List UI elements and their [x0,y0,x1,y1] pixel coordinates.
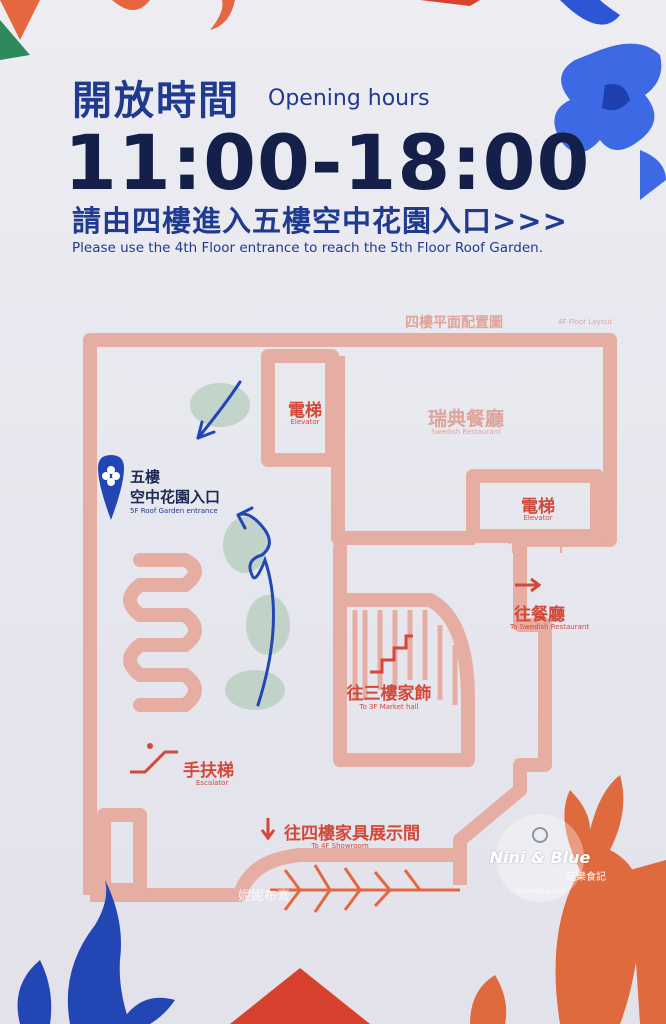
restaurant-label-zh: 瑞典餐廳 [427,408,505,430]
deco-red-roof-bottom [230,968,370,1024]
watermark-logo-badge [496,814,584,902]
map-arrow-up-1 [508,538,518,553]
entrance-notice-en: Please use the 4th Floor entrance to rea… [72,240,543,256]
escalator-icon [130,750,178,774]
opening-hours-time: 11:00-18:00 [64,118,591,207]
handdrawn-arrow-down [196,380,242,440]
deco-leaf-top-right-blue [560,0,620,25]
watermark-logo-sub: 玩樂食記 [566,872,606,883]
escalator-label-en: Escalator [196,779,229,787]
map-small-room-bottom-left [97,808,147,897]
to-showroom-label-en: To 4F Showroom [311,842,369,850]
elevator-left-label-en: Elevator [290,418,320,426]
map-title-zh: 四樓平面配置圖 [405,315,503,331]
opening-hours-title-zh: 開放時間 [72,78,240,124]
map-escalator-path [123,553,202,712]
map-arrow-left-2 [260,423,275,433]
elevator-left-label-zh: 電梯 [288,401,322,421]
to-restaurant-label-zh: 往餐廳 [514,605,565,625]
deco-orange-plant-bottom-right [555,775,642,1024]
deco-petal-top-1 [112,0,150,10]
deco-leaf-top-left [0,0,40,40]
map-arrow-left-1 [260,383,275,393]
entrance-notice-zh: 請由四樓進入五樓空中花園入口>>> [72,204,568,238]
deco-petal-top-2 [210,0,235,30]
map-arrow-up-2 [556,538,566,553]
deco-blue-leaf-bottom-left [67,880,130,1024]
to-showroom-label-zh: 往四樓家具展示間 [284,824,420,844]
elevator-right-label-en: Elevator [523,514,553,522]
deco-leaf-top-left-green [0,20,30,60]
stairs-icon [370,634,413,674]
watermark-text-zh: 妮妮布膏 [238,889,291,904]
location-pin-icon [98,455,124,520]
deco-plant-1 [190,383,250,427]
to-restaurant-label-en: To Swedish Restaurant [510,623,590,631]
arrow-right-icon [515,577,542,593]
deco-plant-3 [246,595,290,655]
map-left-corridor [90,848,460,902]
restaurant-label-en: Swedish Restaurant [431,428,501,436]
roof-garden-label-en: 5F Roof Garden entrance [130,507,218,515]
escalator-label-zh: 手扶梯 [183,761,234,781]
watermark-logo-brand: Nini & Blue [489,848,591,867]
opening-hours-title-en: Opening hours [268,86,430,111]
to-3f-label-zh: 往三樓家飾 [346,684,432,704]
handdrawn-arrow-up [236,512,275,707]
map-elevator-right-room [466,469,604,543]
deco-fern-bottom [270,864,460,913]
map-title-en: 4F Floor Layout [558,318,613,326]
map-market-hall [333,541,475,767]
deco-plant-4 [225,670,285,710]
watermark-logo-url: niniandblue.com [515,888,565,895]
deco-leaf-top-right [420,0,480,6]
map-restaurant-wall [331,356,475,545]
roof-garden-label-line1: 五樓 [130,468,161,486]
map-outer-wall [83,333,617,895]
arrow-down-icon [260,818,276,841]
to-3f-label-en: To 3F Market hall [359,703,419,711]
deco-blue-flower-inner [602,84,630,111]
elevator-right-label-zh: 電梯 [521,497,555,517]
roof-garden-label-line2: 空中花園入口 [130,488,221,506]
